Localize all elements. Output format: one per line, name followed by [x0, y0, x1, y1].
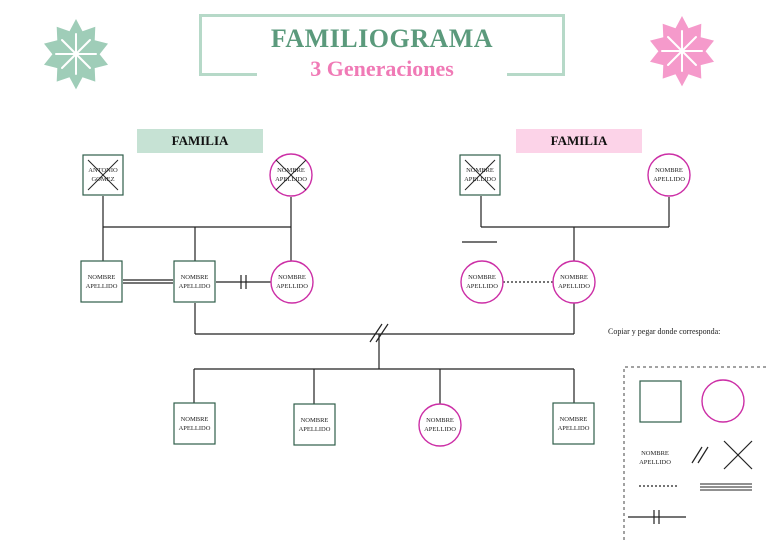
family-label-left: FAMILIA — [137, 129, 263, 153]
legend-separation-line — [628, 510, 686, 524]
page-subtitle: 3 Generaciones — [310, 56, 454, 81]
legend-cross-icon — [723, 440, 753, 470]
deceased-cross-icon — [87, 159, 119, 191]
grandmother-right-circle — [647, 153, 691, 197]
legend-instruction: Copiar y pegar donde corresponda: — [608, 327, 721, 336]
deceased-cross-icon — [464, 159, 496, 191]
legend-triple-line — [700, 483, 752, 491]
child-3-circle — [418, 403, 462, 447]
mother-circle — [552, 260, 596, 304]
title-frame-bottom-right — [507, 73, 565, 76]
green-flower-icon — [44, 19, 108, 90]
father-partner-circle — [270, 260, 314, 304]
deceased-cross-icon — [275, 159, 307, 191]
legend-square-symbol — [639, 380, 682, 423]
child-1-square — [173, 402, 216, 445]
child-2-square — [293, 403, 336, 446]
pink-flower-icon — [650, 16, 714, 87]
legend-divorce-icon — [691, 446, 709, 464]
legend-circle-symbol — [701, 379, 745, 423]
family-label-right: FAMILIA — [516, 129, 642, 153]
child-4-square — [552, 402, 595, 445]
title-frame — [199, 14, 565, 76]
page-title: FAMILIOGRAMA — [270, 24, 494, 53]
title-frame-bottom-left — [199, 73, 257, 76]
sibling-left-square — [80, 260, 123, 303]
father-square — [173, 260, 216, 303]
mother-partner-circle — [460, 260, 504, 304]
